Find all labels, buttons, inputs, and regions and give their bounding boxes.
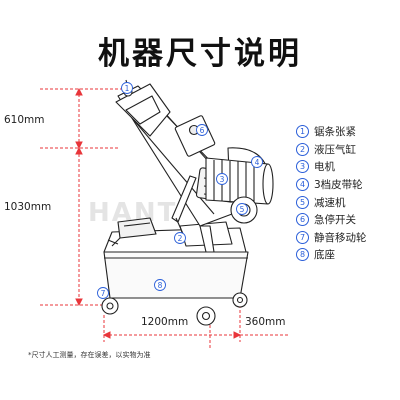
legend-number: 4	[296, 178, 309, 192]
dim-label-total-height: 1030mm	[4, 201, 52, 213]
legend-label: 急停开关	[314, 214, 356, 227]
legend-label: 减速机	[314, 196, 346, 209]
callout-8	[154, 279, 166, 291]
callout-5-num: 5	[240, 205, 245, 214]
legend-number: 2	[296, 142, 309, 156]
callout-3-num: 3	[220, 175, 225, 184]
footnote: *尺寸人工测量，存在误差，以实物为准	[28, 351, 151, 359]
legend-label: 液压气缸	[314, 143, 356, 156]
callout-4	[251, 156, 263, 168]
callout-2-num: 2	[178, 234, 183, 243]
legend-item: 8 底座	[296, 246, 367, 264]
legend-number: 3	[296, 160, 309, 174]
legend-number: 6	[296, 213, 309, 227]
callout-3	[216, 173, 228, 185]
legend-item: 7 静音移动轮	[296, 229, 367, 247]
dim-label-length: 1200mm	[141, 316, 189, 328]
callout-7-num: 7	[101, 289, 106, 298]
callout-6	[196, 124, 208, 136]
callout-1-num: 1	[125, 84, 130, 93]
legend-item: 5 减速机	[296, 193, 367, 211]
callout-7	[97, 287, 109, 299]
callout-5	[236, 203, 248, 215]
legend-item: 6 急停开关	[296, 211, 367, 229]
parts-legend: 1 锯条张紧 2 液压气缸 3 电机 4 3档皮带轮 5 减速机 6 急停开关 7 静音移动轮…	[296, 123, 367, 264]
callout-8-num: 8	[158, 281, 163, 290]
legend-item: 3 电机	[296, 158, 367, 176]
dim-label-width: 360mm	[245, 316, 286, 328]
callout-4-num: 4	[255, 158, 260, 167]
legend-number: 7	[296, 230, 309, 244]
dim-arrow-left	[102, 331, 111, 339]
base-cabinet	[103, 251, 249, 299]
dim-arrow-top	[75, 87, 83, 96]
legend-label: 底座	[314, 249, 335, 262]
legend-number: 5	[296, 195, 309, 209]
dim-arrow-mid-down	[75, 146, 83, 155]
legend-item: 4 3档皮带轮	[296, 176, 367, 194]
dim-arrow-bottom	[75, 298, 83, 307]
dim-arrow-mid-up	[75, 141, 83, 150]
legend-number: 1	[296, 125, 309, 139]
dim-label-top-height: 610mm	[4, 114, 45, 126]
legend-label: 静音移动轮	[314, 231, 367, 244]
wheel-back-right	[232, 292, 248, 308]
legend-item: 1 锯条张紧	[296, 123, 367, 141]
wheel-front-right	[196, 306, 216, 326]
legend-label: 电机	[314, 161, 335, 174]
wheel-front-left	[101, 297, 119, 315]
legend-item: 2 液压气缸	[296, 141, 367, 159]
dim-arrow-center	[233, 331, 242, 339]
legend-label: 3档皮带轮	[314, 179, 363, 192]
legend-number: 8	[296, 248, 309, 262]
callout-6-num: 6	[200, 126, 205, 135]
callout-2	[174, 232, 186, 244]
dimension-lines	[40, 87, 290, 350]
blade-guard	[115, 83, 171, 137]
callout-1	[121, 82, 133, 94]
motor-endcap	[262, 163, 274, 205]
legend-label: 锯条张紧	[314, 126, 356, 139]
clamp-handle	[107, 237, 121, 247]
vise	[117, 217, 157, 239]
callouts	[97, 82, 263, 299]
hydraulic-cylinder	[171, 175, 197, 223]
page-title: 机器尺寸说明	[98, 36, 302, 72]
band-saw-machine	[101, 79, 274, 326]
